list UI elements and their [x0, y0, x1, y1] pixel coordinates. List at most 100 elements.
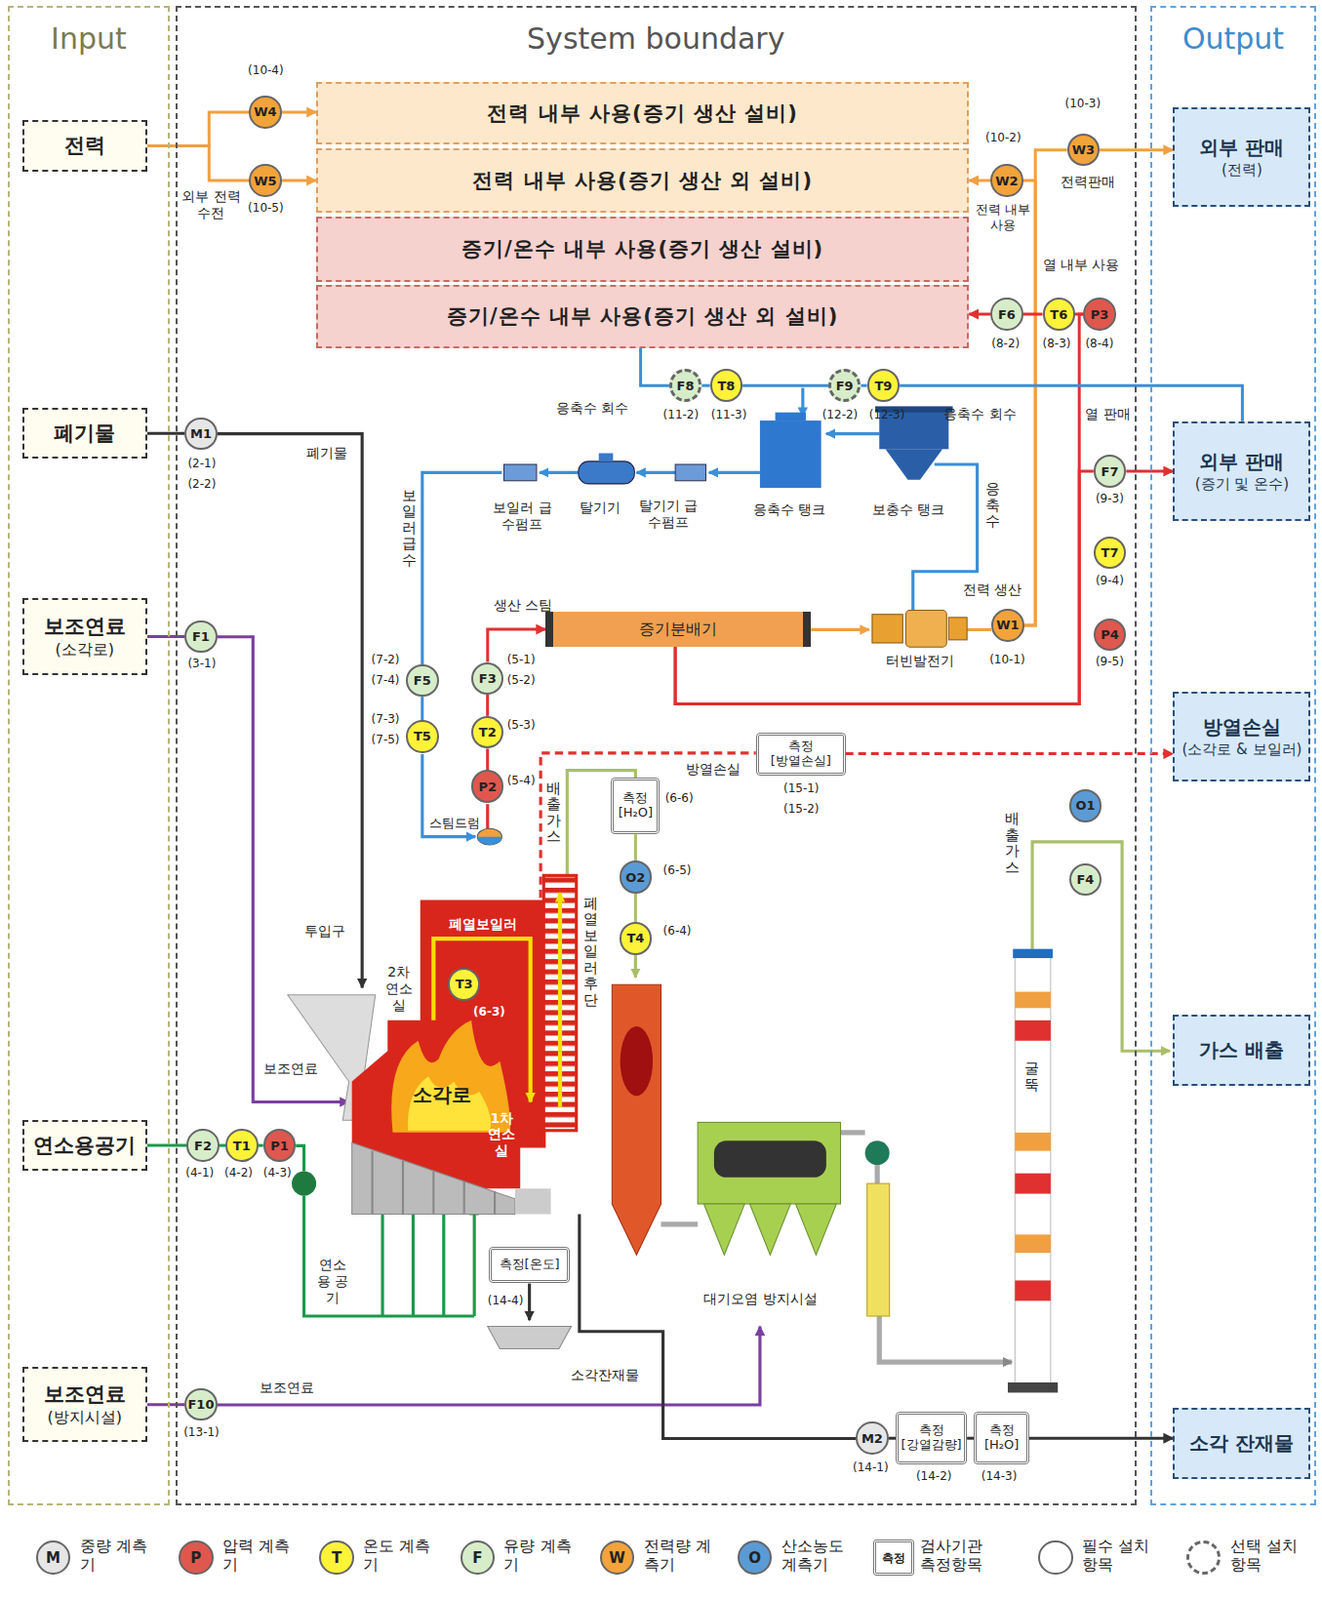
- connector: [701, 384, 710, 388]
- part-label: 방열손실: [685, 761, 741, 778]
- callout-number: (13-1): [183, 1425, 220, 1440]
- inspection-box: 측정[H₂O]: [973, 1411, 1029, 1465]
- deaerator: [578, 453, 636, 484]
- node-text: P4: [1100, 627, 1120, 642]
- legend-text: 유량 계측기: [503, 1536, 582, 1574]
- meter-circle: F7: [1093, 454, 1126, 487]
- node-text: T1: [233, 1138, 251, 1154]
- node-text: W1: [996, 617, 1019, 633]
- meter-circle: W2: [990, 163, 1023, 197]
- node-text: P1: [270, 1138, 289, 1154]
- part-label: 투입구: [304, 922, 346, 940]
- node-text: (소각로): [55, 640, 115, 661]
- node-text: W4: [253, 104, 277, 120]
- meter-circle: T2: [471, 716, 504, 749]
- turbine-generator: [872, 610, 967, 648]
- node-text: 측정: [788, 739, 814, 755]
- makeup-tank: [885, 448, 944, 480]
- connector: [968, 179, 991, 183]
- callout-number: (5-2): [507, 673, 536, 687]
- meter-circle: T1: [225, 1128, 258, 1162]
- node-text: 연소용공기: [33, 1131, 136, 1160]
- node-text: F6: [998, 307, 1016, 322]
- callout-number: (11-2): [663, 407, 700, 422]
- legend-letter: W: [608, 1549, 626, 1567]
- meter-circle: T5: [405, 720, 439, 753]
- callout-number: (5-1): [507, 652, 536, 667]
- part-label: 탈기기 급수펌프: [637, 497, 699, 531]
- bag-filter: [703, 1203, 837, 1255]
- pump: [503, 464, 536, 481]
- input-box: 보조연료(소각로): [22, 598, 148, 676]
- connector: [420, 696, 424, 721]
- part-label: 응축수: [985, 480, 1001, 530]
- usage-band: 전력 내부 사용(증기 생산 외 설비): [316, 148, 969, 214]
- flow-line: [539, 471, 579, 475]
- node-text: T5: [413, 728, 432, 744]
- node-text: 증기/온수 내부 사용(증기 생산 외 설비): [446, 302, 839, 330]
- flow-line: [422, 472, 503, 665]
- part-label: 굴뚝: [1024, 1060, 1040, 1093]
- callout-number: (5-3): [507, 718, 536, 732]
- callout-number: (2-2): [187, 477, 216, 491]
- legend-swatch: [1186, 1540, 1222, 1576]
- callout-number: (10-4): [247, 63, 284, 78]
- connector: [640, 348, 670, 387]
- condensate-tank: [760, 420, 822, 488]
- part-label: 배출가스: [546, 780, 561, 845]
- node-text: 소각 잔재물: [1189, 1430, 1294, 1457]
- callout-number: (7-5): [371, 732, 401, 747]
- meter-circle: W3: [1067, 133, 1100, 166]
- node-text: 측정[온도]: [499, 1257, 561, 1273]
- ash-bin: [487, 1325, 572, 1349]
- node-text: 보조연료: [43, 1380, 126, 1408]
- meter-circle: M1: [184, 417, 217, 450]
- callout-number: (14-2): [916, 1469, 953, 1483]
- meter-circle: O1: [1069, 789, 1102, 822]
- incinerator: [515, 1188, 552, 1214]
- connector: [485, 748, 489, 770]
- callout-number: (8-4): [1084, 336, 1114, 351]
- node-text: W2: [995, 173, 1018, 189]
- steam-drum: [477, 837, 502, 845]
- part-label: 터빈발전기: [885, 652, 955, 670]
- boundary-panel: Output외부 판매(전력)외부 판매(증기 및 온수)방열손실(소각로 & …: [1150, 5, 1316, 1506]
- node-text: [H₂O]: [618, 805, 653, 821]
- part-label: 외부 전력 수전: [179, 188, 243, 222]
- connector: [147, 635, 186, 639]
- meter-circle: F2: [186, 1128, 219, 1162]
- node-text: F4: [1076, 872, 1094, 887]
- inspection-box: 측정[온도]: [488, 1246, 571, 1284]
- fan: [291, 1140, 890, 1196]
- legend-letter: F: [472, 1549, 482, 1567]
- callout-number: (6-4): [663, 923, 692, 938]
- node-text: T7: [1101, 545, 1120, 561]
- node-text: 증기분배기: [639, 619, 718, 641]
- input-box: 전력: [22, 120, 148, 171]
- meter-circle: T9: [867, 368, 900, 401]
- pump: [675, 464, 706, 481]
- inspection-box: 측정[H₂O]: [610, 777, 660, 836]
- part-label: 배출가스: [1004, 810, 1020, 876]
- meter-circle: P4: [1093, 618, 1126, 651]
- part-label: 폐열보일러 후단: [583, 895, 599, 1009]
- connector: [634, 834, 638, 861]
- callout-number: (4-1): [185, 1165, 214, 1180]
- connector: [888, 1437, 896, 1441]
- flow-line: [634, 955, 638, 978]
- part-label: 보일러 급수: [401, 487, 417, 569]
- node-text: F7: [1101, 464, 1120, 480]
- meter-circle: W1: [991, 608, 1024, 641]
- connector: [742, 384, 829, 388]
- legend-swatch: [1038, 1540, 1074, 1576]
- ash-bin: [487, 1325, 572, 1349]
- connector: [258, 1144, 264, 1148]
- steam-drum: [477, 828, 502, 845]
- legend-text: 선택 설치항목: [1230, 1536, 1309, 1574]
- meter-circle: F3: [471, 662, 504, 695]
- connector: [1023, 313, 1043, 317]
- condensate-tank: [775, 412, 806, 421]
- gas-flow: [433, 892, 561, 1108]
- callout-number: (10-2): [985, 130, 1022, 145]
- turbine-generator: [872, 614, 903, 643]
